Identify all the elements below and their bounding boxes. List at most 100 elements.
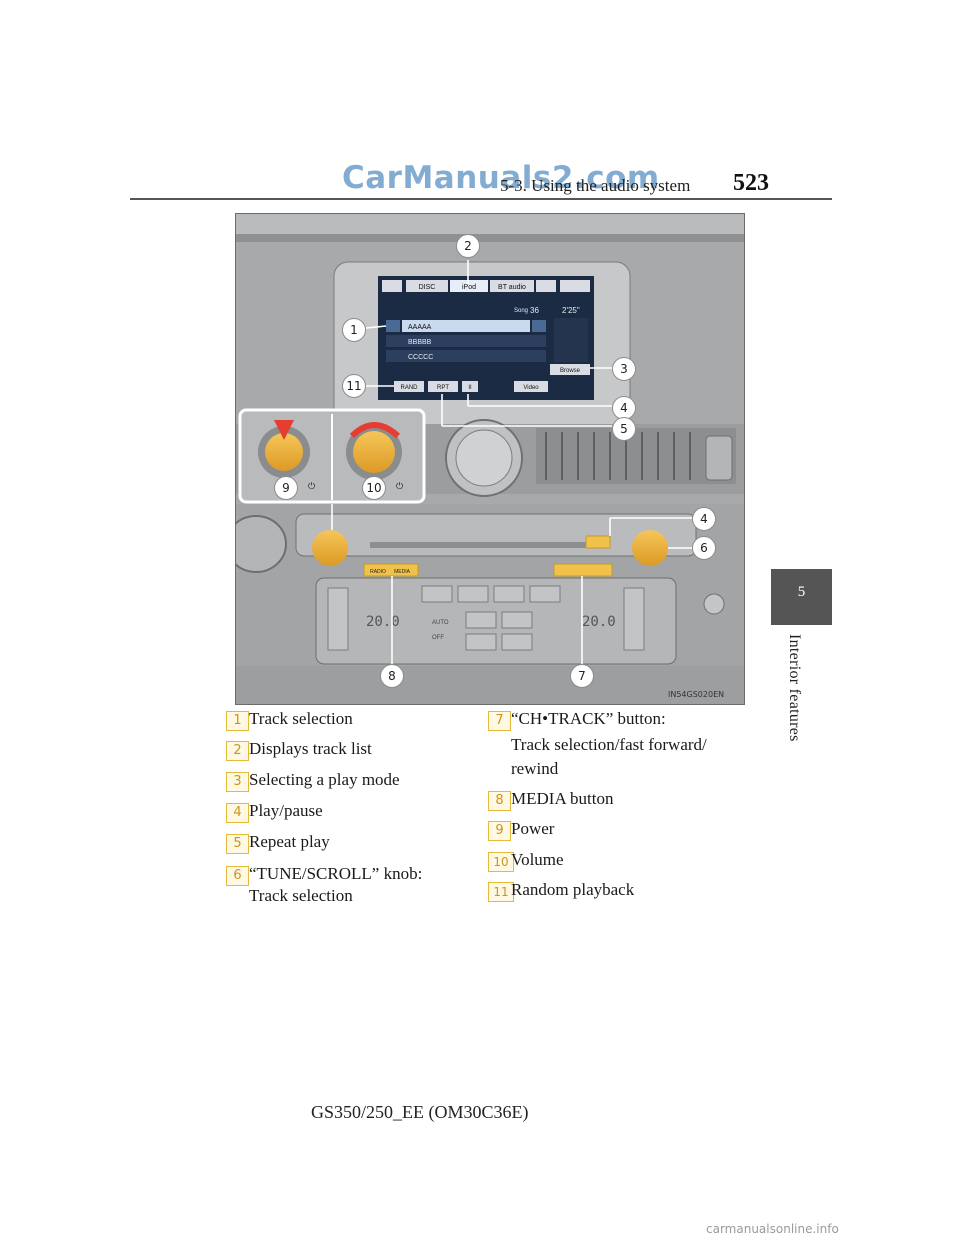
callout-3: 3 xyxy=(612,357,636,381)
dashboard-drawing: DISC iPod BT audio Song 36 2'25" AAAAA B… xyxy=(236,214,744,704)
callout-4-lower: 4 xyxy=(692,507,716,531)
legend-badge-5: 5 xyxy=(226,834,249,854)
legend-badge-10: 10 xyxy=(488,852,514,872)
media-label: MEDIA xyxy=(394,569,411,575)
volume-knob-detail xyxy=(353,431,395,473)
prev-track-icon xyxy=(386,320,400,332)
legend-badge-4: 4 xyxy=(226,803,249,823)
legend-badge-7: 7 xyxy=(488,711,511,731)
callout-2-num: 2 xyxy=(464,239,472,253)
callout-10-num: 10 xyxy=(366,481,382,495)
legend-text-3: Selecting a play mode xyxy=(249,770,400,789)
elapsed-time: 2'25" xyxy=(562,306,580,315)
watermark-footer: carmanualsonline.info xyxy=(706,1222,839,1236)
hazard-switch xyxy=(703,593,725,615)
callout-4-num: 4 xyxy=(620,401,628,415)
callout-10: 10 xyxy=(362,476,386,500)
radio-label: RADIO xyxy=(370,569,386,575)
legend-text-7: “CH•TRACK” button: xyxy=(511,709,666,728)
legend-badge-2: 2 xyxy=(226,741,249,761)
tab-ipod-label: iPod xyxy=(462,284,476,291)
track-1-label: AAAAA xyxy=(408,324,432,331)
legend-text-5: Repeat play xyxy=(249,832,330,851)
legend-text-6: “TUNE/SCROLL” knob: xyxy=(249,864,423,883)
tab-ipod xyxy=(450,280,488,292)
callout-9: 9 xyxy=(274,476,298,500)
power-knob xyxy=(312,530,348,566)
power-symbol-icon-2: ⏻ xyxy=(396,481,403,492)
track-row-1 xyxy=(402,320,530,332)
power-knob-detail xyxy=(265,433,303,471)
browse-label: Browse xyxy=(560,368,581,374)
callout-6-num: 6 xyxy=(700,541,708,555)
pause-button xyxy=(462,381,478,392)
video-label: Video xyxy=(523,385,539,391)
legend-badge-11: 11 xyxy=(488,882,514,902)
watermark-logo: CarManuals2.com xyxy=(342,160,660,196)
pause-label: II xyxy=(468,385,472,391)
press-arrow-icon xyxy=(274,420,294,440)
play-pause-button xyxy=(585,535,611,549)
forward-arrow-icon xyxy=(536,280,556,292)
temp-right: 20.0 xyxy=(582,614,616,630)
chapter-tab xyxy=(771,569,832,625)
callout-11-num: 11 xyxy=(346,379,362,393)
tune-scroll-knob xyxy=(632,530,668,566)
tab-disc-label: DISC xyxy=(419,284,436,291)
callout-5: 5 xyxy=(612,417,636,441)
page-number: 523 xyxy=(733,170,769,196)
legend-text-7b: Track selection/fast forward/ xyxy=(511,735,707,754)
callout-1-num: 1 xyxy=(350,323,358,337)
callout-9-num: 9 xyxy=(282,481,290,495)
auto-label: AUTO xyxy=(432,620,449,626)
model-code: GS350/250_EE (OM30C36E) xyxy=(311,1102,529,1122)
disc-slot xyxy=(370,542,590,548)
legend-text-11: Random playback xyxy=(511,880,635,899)
back-arrow-icon xyxy=(382,280,402,292)
rpt-button xyxy=(428,381,458,392)
header-rule xyxy=(130,198,832,200)
track-row-3 xyxy=(386,350,546,362)
song-label: Song xyxy=(514,308,528,314)
song-number: 36 xyxy=(530,306,539,315)
track-row-2 xyxy=(386,335,546,347)
dash-top xyxy=(236,214,744,234)
legend-badge-8: 8 xyxy=(488,791,511,811)
radio-media-button xyxy=(363,563,419,577)
ch-track-button xyxy=(553,563,613,577)
legend-text-9: Power xyxy=(511,819,555,838)
legend-text-4: Play/pause xyxy=(249,801,323,820)
callout-7-num: 7 xyxy=(578,669,586,683)
section-title: 5-3. Using the audio system xyxy=(500,176,691,195)
off-label: OFF xyxy=(432,635,444,641)
legend-text-8: MEDIA button xyxy=(511,789,614,808)
callout-8: 8 xyxy=(380,664,404,688)
video-button xyxy=(514,381,548,392)
return-icon xyxy=(560,280,590,292)
legend-badge-9: 9 xyxy=(488,821,511,841)
callout-11: 11 xyxy=(342,374,366,398)
legend-badge-1: 1 xyxy=(226,711,249,731)
legend-text-1: Track selection xyxy=(249,709,353,728)
legend-text-10: Volume xyxy=(511,850,564,869)
track-3-label: CCCCC xyxy=(408,354,433,361)
tab-disc xyxy=(406,280,448,292)
legend-text-7c: rewind xyxy=(511,759,559,778)
browse-button xyxy=(550,364,590,375)
rpt-label: RPT xyxy=(437,385,449,391)
track-2-label: BBBBB xyxy=(408,339,432,346)
callout-6: 6 xyxy=(692,536,716,560)
album-art xyxy=(554,318,588,362)
temp-left: 20.0 xyxy=(366,614,400,630)
callout-1: 1 xyxy=(342,318,366,342)
callout-2: 2 xyxy=(456,234,480,258)
callout-5-num: 5 xyxy=(620,422,628,436)
chapter-label: Interior features xyxy=(786,634,803,742)
legend-badge-3: 3 xyxy=(226,772,249,792)
rand-button xyxy=(394,381,424,392)
rand-label: RAND xyxy=(400,385,418,391)
legend-text-6b: Track selection xyxy=(249,886,353,905)
legend-badge-6: 6 xyxy=(226,866,249,886)
next-track-icon xyxy=(532,320,546,332)
power-symbol-icon: ⏻ xyxy=(308,481,315,492)
